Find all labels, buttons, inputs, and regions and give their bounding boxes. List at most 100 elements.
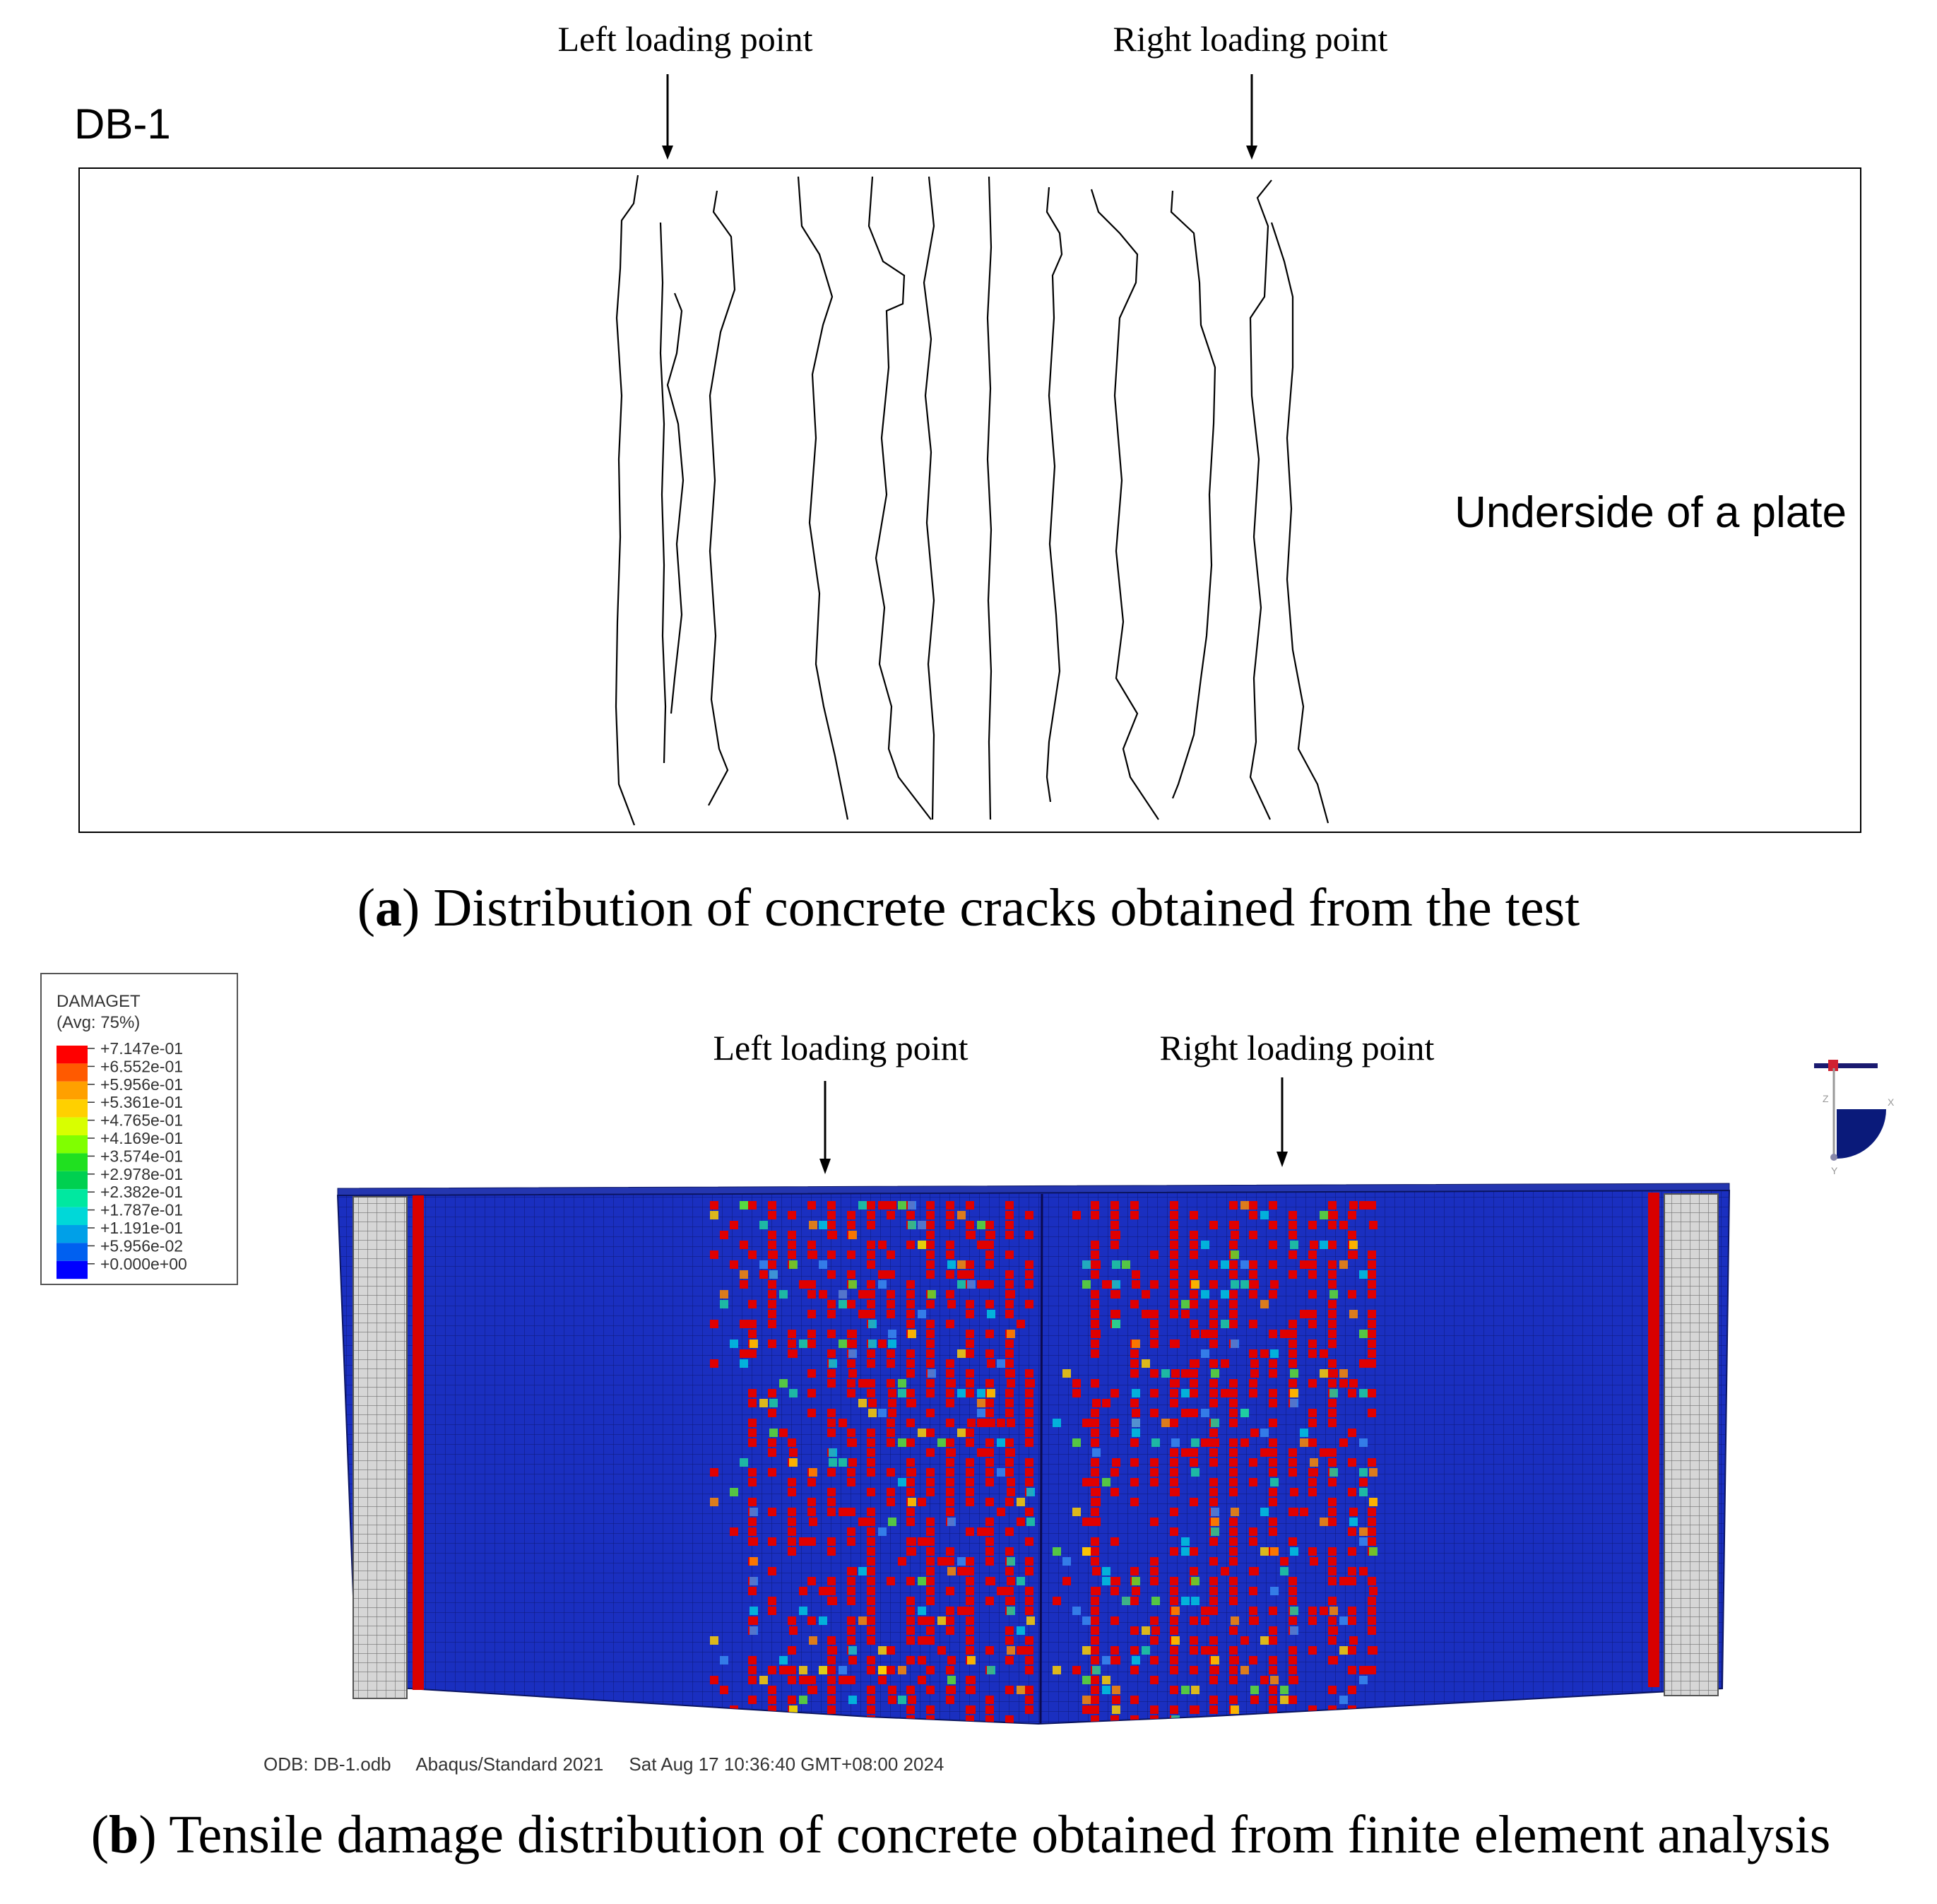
damage-cell [1091, 1686, 1099, 1694]
damage-cell [710, 1498, 718, 1506]
damage-cell [1170, 1458, 1178, 1467]
damage-cell [1231, 1616, 1239, 1625]
damage-cell [1289, 1221, 1297, 1229]
damage-cell [1007, 1607, 1015, 1615]
damage-cell [1328, 1310, 1337, 1318]
damage-cell [1209, 1448, 1218, 1457]
damage-cell [1171, 1340, 1180, 1348]
damage-cell [1209, 1636, 1218, 1645]
legend-title: DAMAGET [57, 992, 141, 1011]
damage-cell [926, 1626, 935, 1635]
damage-cell [1091, 1458, 1099, 1467]
damage-cell [1082, 1547, 1091, 1556]
damage-cell [887, 1290, 895, 1299]
damage-cell [1229, 1537, 1238, 1546]
damage-cell [1369, 1646, 1378, 1655]
damage-cell [1229, 1696, 1238, 1704]
damage-cell [1290, 1508, 1298, 1516]
damage-cell [1240, 1280, 1249, 1289]
damage-cell [1269, 1419, 1277, 1427]
damage-cell [906, 1597, 915, 1605]
orientation-triad-icon: X Y Z [1814, 1060, 1895, 1176]
damage-legend: DAMAGET (Avg: 75%) +7.147e-01+6.552e-01+… [40, 973, 238, 1285]
damage-cell [987, 1359, 995, 1368]
damage-cell [1025, 1646, 1033, 1655]
damage-cell [1328, 1201, 1337, 1210]
damage-cell [867, 1359, 875, 1368]
damage-cell [1170, 1508, 1178, 1516]
damage-cell [740, 1270, 748, 1279]
damage-cell [1369, 1547, 1378, 1556]
damage-cell [887, 1349, 895, 1358]
damage-cell [847, 1221, 855, 1229]
damage-cell [1260, 1508, 1269, 1516]
damage-cell [748, 1419, 757, 1427]
damage-cell [966, 1567, 974, 1575]
damage-cell [926, 1429, 935, 1437]
damage-cell [878, 1527, 887, 1536]
damage-cell [1348, 1290, 1356, 1299]
damage-cell [1082, 1419, 1091, 1427]
damage-cell [1329, 1468, 1338, 1477]
damage-cell [1170, 1686, 1178, 1694]
damage-cell [1005, 1438, 1014, 1447]
damage-cell [720, 1300, 728, 1308]
damage-cell [937, 1646, 946, 1655]
damage-cell [867, 1260, 875, 1269]
damage-cell [1289, 1448, 1297, 1457]
damage-cell [789, 1705, 798, 1714]
damage-cell [1150, 1636, 1159, 1645]
damage-cell [1308, 1419, 1317, 1427]
damage-cell [1249, 1211, 1257, 1219]
damage-cell [1170, 1577, 1178, 1585]
damage-cell [1132, 1340, 1140, 1348]
damage-cell [829, 1646, 837, 1655]
damage-cell [839, 1458, 847, 1467]
damage-cell [1130, 1626, 1139, 1635]
damage-cell [1269, 1518, 1277, 1526]
damage-cell [827, 1696, 836, 1704]
damage-cell [848, 1280, 857, 1289]
damage-cell [926, 1300, 935, 1308]
damage-cell [867, 1508, 875, 1516]
damage-cell [807, 1498, 816, 1506]
damage-cell [789, 1448, 798, 1457]
damage-cell [759, 1260, 768, 1269]
damage-cell [1005, 1349, 1014, 1358]
damage-cell [827, 1488, 836, 1496]
specimen-label: DB-1 [74, 100, 171, 148]
damage-cell [947, 1448, 956, 1457]
damage-cell [1269, 1458, 1277, 1467]
legend-value: +1.191e-01 [100, 1219, 183, 1237]
damage-cell [987, 1310, 995, 1318]
damage-cell [1005, 1626, 1014, 1635]
damage-cell [1229, 1547, 1238, 1556]
damage-cell [878, 1270, 887, 1279]
plate-outline [78, 167, 1861, 833]
legend-swatch [57, 1260, 88, 1279]
damage-cell [926, 1270, 935, 1279]
damage-cell [977, 1448, 985, 1457]
damage-cell [839, 1419, 847, 1427]
damage-cell [1269, 1221, 1277, 1229]
crack-line [923, 176, 935, 820]
damage-cell [887, 1250, 895, 1259]
damage-cell [1110, 1201, 1119, 1210]
damage-cell [926, 1330, 935, 1338]
damage-cell [1025, 1656, 1033, 1664]
damage-cell [1110, 1587, 1119, 1595]
damage-cell [1091, 1320, 1099, 1328]
damage-cell [1211, 1369, 1219, 1378]
damage-cell [788, 1250, 796, 1259]
damage-cell [799, 1696, 807, 1704]
damage-cell [908, 1399, 916, 1407]
damage-cell [888, 1518, 896, 1526]
damage-cell [839, 1508, 847, 1516]
damage-cell [1092, 1330, 1101, 1338]
damage-cell [1328, 1686, 1337, 1694]
damage-cell [1110, 1616, 1119, 1625]
damage-cell [1130, 1646, 1139, 1655]
damage-cell [1269, 1241, 1277, 1249]
damage-cell [1209, 1320, 1218, 1328]
damage-cell [748, 1399, 757, 1407]
